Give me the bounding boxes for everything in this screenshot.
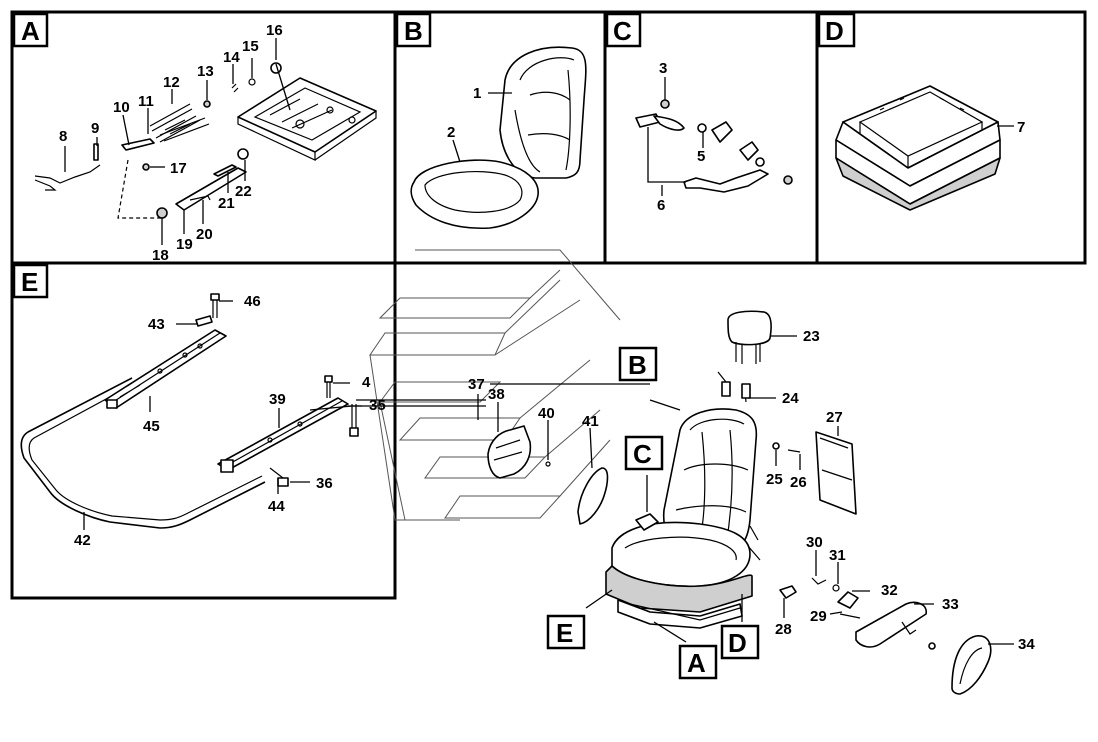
part-number: 39 (269, 391, 286, 408)
panel-b-drawing (410, 46, 587, 230)
part-number: 29 (810, 608, 827, 625)
panel-c-leaders (647, 77, 704, 196)
part-number: 2 (447, 124, 455, 141)
part-number: 32 (881, 582, 898, 599)
panel-e-frame (10, 261, 397, 600)
part-number: 24 (782, 390, 799, 407)
part-number: 38 (488, 386, 505, 403)
part-number: 22 (235, 183, 252, 200)
part-numbers: 1 2 3 4 5 6 7 8 9 10 11 12 13 14 15 16 1… (59, 22, 1035, 653)
part-number: 36 (316, 475, 333, 492)
part-number: 17 (170, 160, 187, 177)
part-number: 31 (829, 547, 846, 564)
callout-label-b: B (628, 350, 647, 380)
part-number: 28 (775, 621, 792, 638)
part-number: 21 (218, 195, 235, 212)
part-number: 7 (1017, 119, 1025, 136)
part-number: 5 (697, 148, 705, 165)
part-number: 43 (148, 316, 165, 333)
assembly-leaders (348, 335, 1014, 645)
part-number: 33 (942, 596, 959, 613)
part-number: 16 (266, 22, 283, 39)
part-number: 9 (91, 120, 99, 137)
callout-label-e: E (556, 618, 573, 648)
part-number: 1 (473, 85, 481, 102)
part-number: 46 (244, 293, 261, 310)
part-number: 19 (176, 236, 193, 253)
callout-e: E (546, 614, 586, 650)
panel-e-drawing (20, 293, 359, 529)
part-number: 27 (826, 409, 843, 426)
part-number: 6 (657, 197, 665, 214)
panel-a-leaders (64, 38, 291, 245)
part-number: 11 (138, 93, 154, 110)
callout-a: A (678, 644, 718, 680)
callout-b: B (618, 346, 658, 382)
part-number: 10 (113, 99, 130, 116)
panel-b-leaders (452, 92, 512, 163)
part-number: 41 (582, 413, 599, 430)
panel-c-frame (603, 10, 819, 265)
callout-label-a: A (687, 648, 706, 678)
panel-c-drawing (635, 99, 793, 193)
panel-a-drawing (34, 62, 377, 219)
section-label-c: C (613, 16, 632, 46)
callout-label-c: C (633, 439, 652, 469)
section-label-b: B (404, 16, 423, 46)
floor-plate-outline (369, 249, 621, 521)
part-number: 34 (1018, 636, 1035, 653)
part-number: 3 (659, 60, 667, 77)
callout-d: D (720, 624, 760, 660)
section-label-e: E (21, 267, 38, 297)
part-number: 23 (803, 328, 820, 345)
part-number: 15 (242, 38, 259, 55)
part-number: 25 (766, 471, 783, 488)
part-number: 20 (196, 226, 213, 243)
callout-c: C (624, 435, 664, 471)
panel-d-drawing (835, 85, 1001, 211)
part-number: 18 (152, 247, 169, 264)
part-number: 8 (59, 128, 67, 145)
callout-label-d: D (728, 628, 747, 658)
part-number: 44 (268, 498, 285, 515)
section-label-d: D (825, 16, 844, 46)
panel-d-frame (815, 10, 1087, 265)
part-number: 40 (538, 405, 555, 422)
part-number: 14 (223, 49, 240, 66)
seat-assembly (487, 310, 992, 695)
part-number: 35 (369, 397, 386, 414)
part-number: 45 (143, 418, 160, 435)
section-label-a: A (21, 16, 40, 46)
part-number: 26 (790, 474, 807, 491)
part-number: 4 (362, 374, 371, 391)
part-number: 42 (74, 532, 91, 549)
part-number: 13 (197, 63, 214, 80)
part-number: 12 (163, 74, 180, 91)
part-number: 30 (806, 534, 823, 551)
part-number: 37 (468, 376, 485, 393)
